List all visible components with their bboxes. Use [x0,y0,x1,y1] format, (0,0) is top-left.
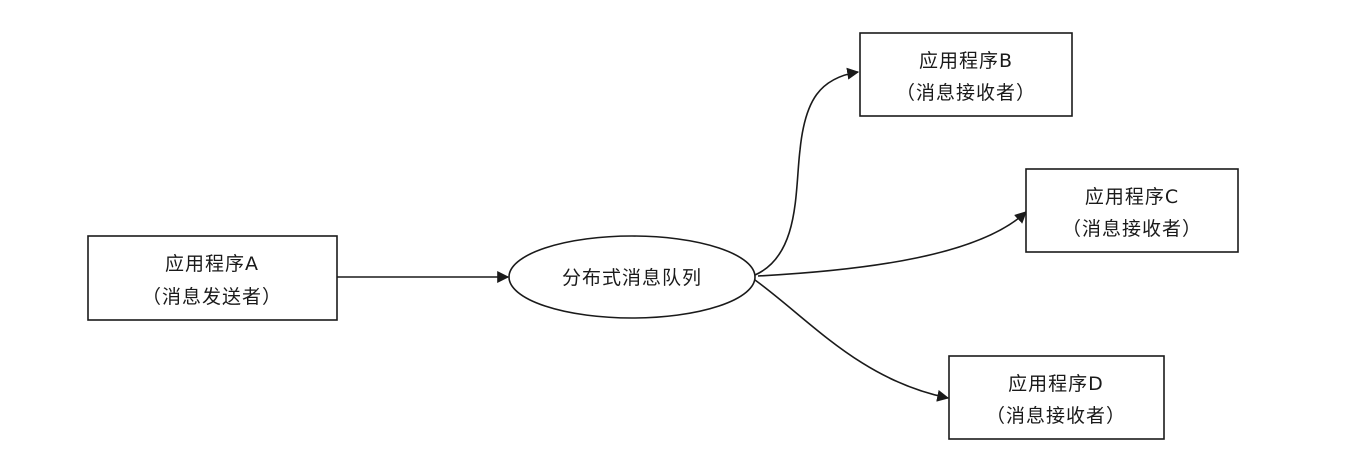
receiver-box-b [859,32,1073,117]
receiver-role-d: （消息接收者） [986,405,1126,427]
receiver-title-c: 应用程序C [1085,186,1179,208]
receiver-node-d: 应用程序D （消息接收者） [948,355,1165,440]
sender-title: 应用程序A [165,253,259,275]
receiver-title-d: 应用程序D [1008,373,1104,395]
receiver-node-b: 应用程序B （消息接收者） [859,32,1073,117]
edge-queue-to-receiver-d [754,279,950,402]
sender-node: 应用程序A （消息发送者） [87,235,338,321]
receiver-box-c [1025,168,1239,253]
queue-node: 分布式消息队列 [508,235,756,319]
receiver-node-c: 应用程序C （消息接收者） [1025,168,1239,253]
receiver-role-b: （消息接收者） [896,82,1036,104]
queue-ellipse [508,235,756,319]
edge-queue-to-receiver-c [757,211,1027,277]
queue-label: 分布式消息队列 [562,267,702,289]
sender-box [87,235,338,321]
sender-role: （消息发送者） [142,286,282,308]
edge-queue-to-receiver-b [754,67,860,276]
receiver-box-d [948,355,1165,440]
receiver-title-b: 应用程序B [919,50,1013,72]
receiver-role-c: （消息接收者） [1062,218,1202,240]
